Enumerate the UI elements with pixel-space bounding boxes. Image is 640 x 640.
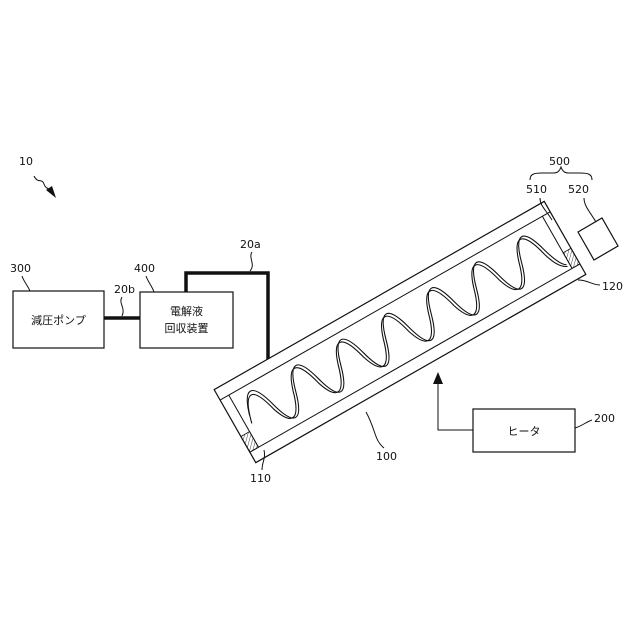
recovery-name-line2: 回収装置 bbox=[165, 322, 209, 335]
recovery-ref-leader bbox=[146, 276, 154, 292]
system-label: 10 bbox=[19, 155, 33, 168]
heat-arrowhead bbox=[433, 372, 443, 384]
recovery-ref: 400 bbox=[134, 262, 155, 275]
pump-ref: 300 bbox=[10, 262, 31, 275]
pipe-a-leader bbox=[250, 252, 252, 271]
part-520-label: 520 bbox=[568, 183, 589, 196]
part-510-label: 510 bbox=[526, 183, 547, 196]
part-520-leader bbox=[584, 198, 596, 222]
end-left-ref: 110 bbox=[250, 472, 271, 485]
assembly-500 bbox=[578, 218, 618, 260]
tube-ref-leader bbox=[366, 412, 384, 448]
electrolyte-recovery-device: 電解液 回収装置 bbox=[140, 292, 233, 348]
part-520-block bbox=[578, 218, 618, 260]
pump-name: 減圧ポンプ bbox=[31, 313, 86, 327]
tube-ref: 100 bbox=[376, 450, 397, 463]
heater-ref-leader bbox=[575, 420, 592, 428]
heater: ヒータ bbox=[473, 409, 575, 452]
heater-ref: 200 bbox=[594, 412, 615, 425]
heat-arrow-line bbox=[438, 380, 473, 430]
assembly-ref: 500 bbox=[549, 155, 570, 168]
pipe-b-leader bbox=[121, 297, 123, 316]
decompression-pump: 減圧ポンプ bbox=[13, 291, 104, 348]
pump-ref-leader bbox=[22, 276, 30, 291]
pipe-b-label: 20b bbox=[114, 283, 135, 296]
assembly-brace bbox=[530, 167, 592, 180]
end-right-leader bbox=[578, 280, 600, 285]
pipe-a-label: 20a bbox=[240, 238, 261, 251]
recovery-name-line1: 電解液 bbox=[170, 304, 203, 318]
heater-name: ヒータ bbox=[508, 425, 541, 438]
end-right-ref: 120 bbox=[602, 280, 623, 293]
